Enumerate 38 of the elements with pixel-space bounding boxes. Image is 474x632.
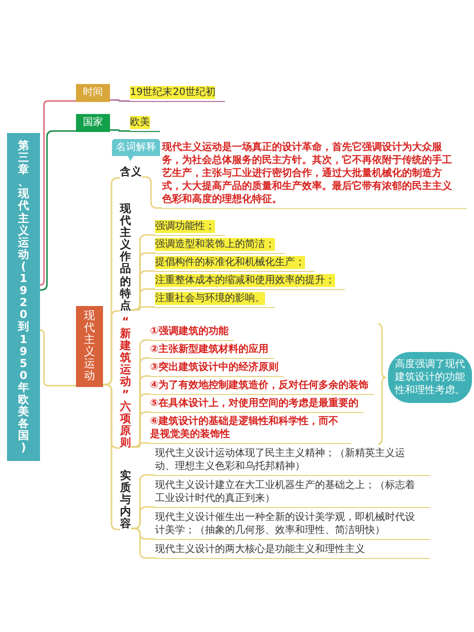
summary-box: 高度强调了现代建筑设计的功能性和理性考虑。 — [388, 352, 472, 403]
topic-label: 提倡构件的标准化和机械化生产； — [155, 255, 315, 272]
topic-label: 现代主义设计建立在大工业机器生产的基础之上；（标志着工业设计时代的真正到来） — [155, 478, 430, 508]
topic-box: 时间 — [76, 84, 110, 102]
topic-box: 国家 — [76, 114, 110, 132]
connector-line — [131, 528, 155, 559]
connector-line — [110, 129, 130, 132]
topic-label: 现代主义运动是一场真正的设计革命，首先它强调设计为大众服务，为社会总体服务的民主方针。其次，它不再依附于传统的手工艺生产，主张与工业进行密切合作，通过大批量机械化的制造方式，大大提高产品的质量和生产效率。最后它带有浓郁的民主主义色彩和高度的理想化特征。 — [162, 140, 467, 209]
topic-label: 欧美 — [130, 115, 160, 132]
topic-label: 现代主义设计的两大核心是功能主义和理性主义 — [155, 542, 430, 559]
topic-label: 强调造型和装饰上的简洁； — [155, 237, 285, 254]
connector-line — [39, 100, 76, 286]
topic-label: ③突出建筑设计中的经济原则 — [150, 360, 284, 377]
topic-label: 强调功能性； — [155, 219, 225, 236]
topic-box: 现代主义运动 — [76, 306, 103, 387]
topic-label: 19世纪末20世纪初 — [130, 85, 226, 102]
central-topic-box: 第三章、现代主义运动(1920到1950年欧美各国) — [7, 133, 40, 462]
connector-line — [131, 442, 150, 448]
topic-label: 含义 — [120, 166, 142, 179]
topic-label: 现代主义设计运动体现了民主主义精神；（新精英主义运动、理想主义色彩和乌托邦精神） — [155, 446, 430, 476]
connector-line — [103, 310, 120, 386]
tag-bubble: 名词解释 — [112, 139, 160, 161]
topic-label: 现代主义作品的特点 — [120, 203, 131, 312]
topic-label: 现代主义设计催生出一种全新的设计美学观，即机械时代设计美学；（抽象的几何形、效率和理性、简洁明快） — [155, 510, 430, 540]
topic-label: “新建筑运动”六项原则 — [120, 316, 131, 450]
connector-line — [110, 99, 130, 102]
topic-label: 注重整体成本的缩减和使用效率的提升； — [155, 273, 345, 290]
connector-line — [40, 130, 76, 291]
connector-line — [131, 306, 155, 311]
topic-label: ②主张新型建筑材料的应用 — [150, 342, 274, 359]
connector-line — [39, 329, 76, 386]
topic-label: ④为了有效地控制建筑造价，反对任何多余的装饰 — [150, 378, 374, 395]
topic-label: ⑤在具体设计上，对使用空间的考虑是最重要的 — [150, 396, 364, 413]
topic-label: ⑥建筑设计的基础是逻辑性和科学性，而不是视觉美的装饰性 — [150, 414, 351, 444]
topic-label: 实质与内容 — [120, 470, 131, 530]
connector-line — [103, 384, 120, 530]
topic-label: 注重社会与环境的影响。 — [155, 291, 275, 308]
topic-label: ①强调建筑的功能 — [150, 324, 234, 341]
